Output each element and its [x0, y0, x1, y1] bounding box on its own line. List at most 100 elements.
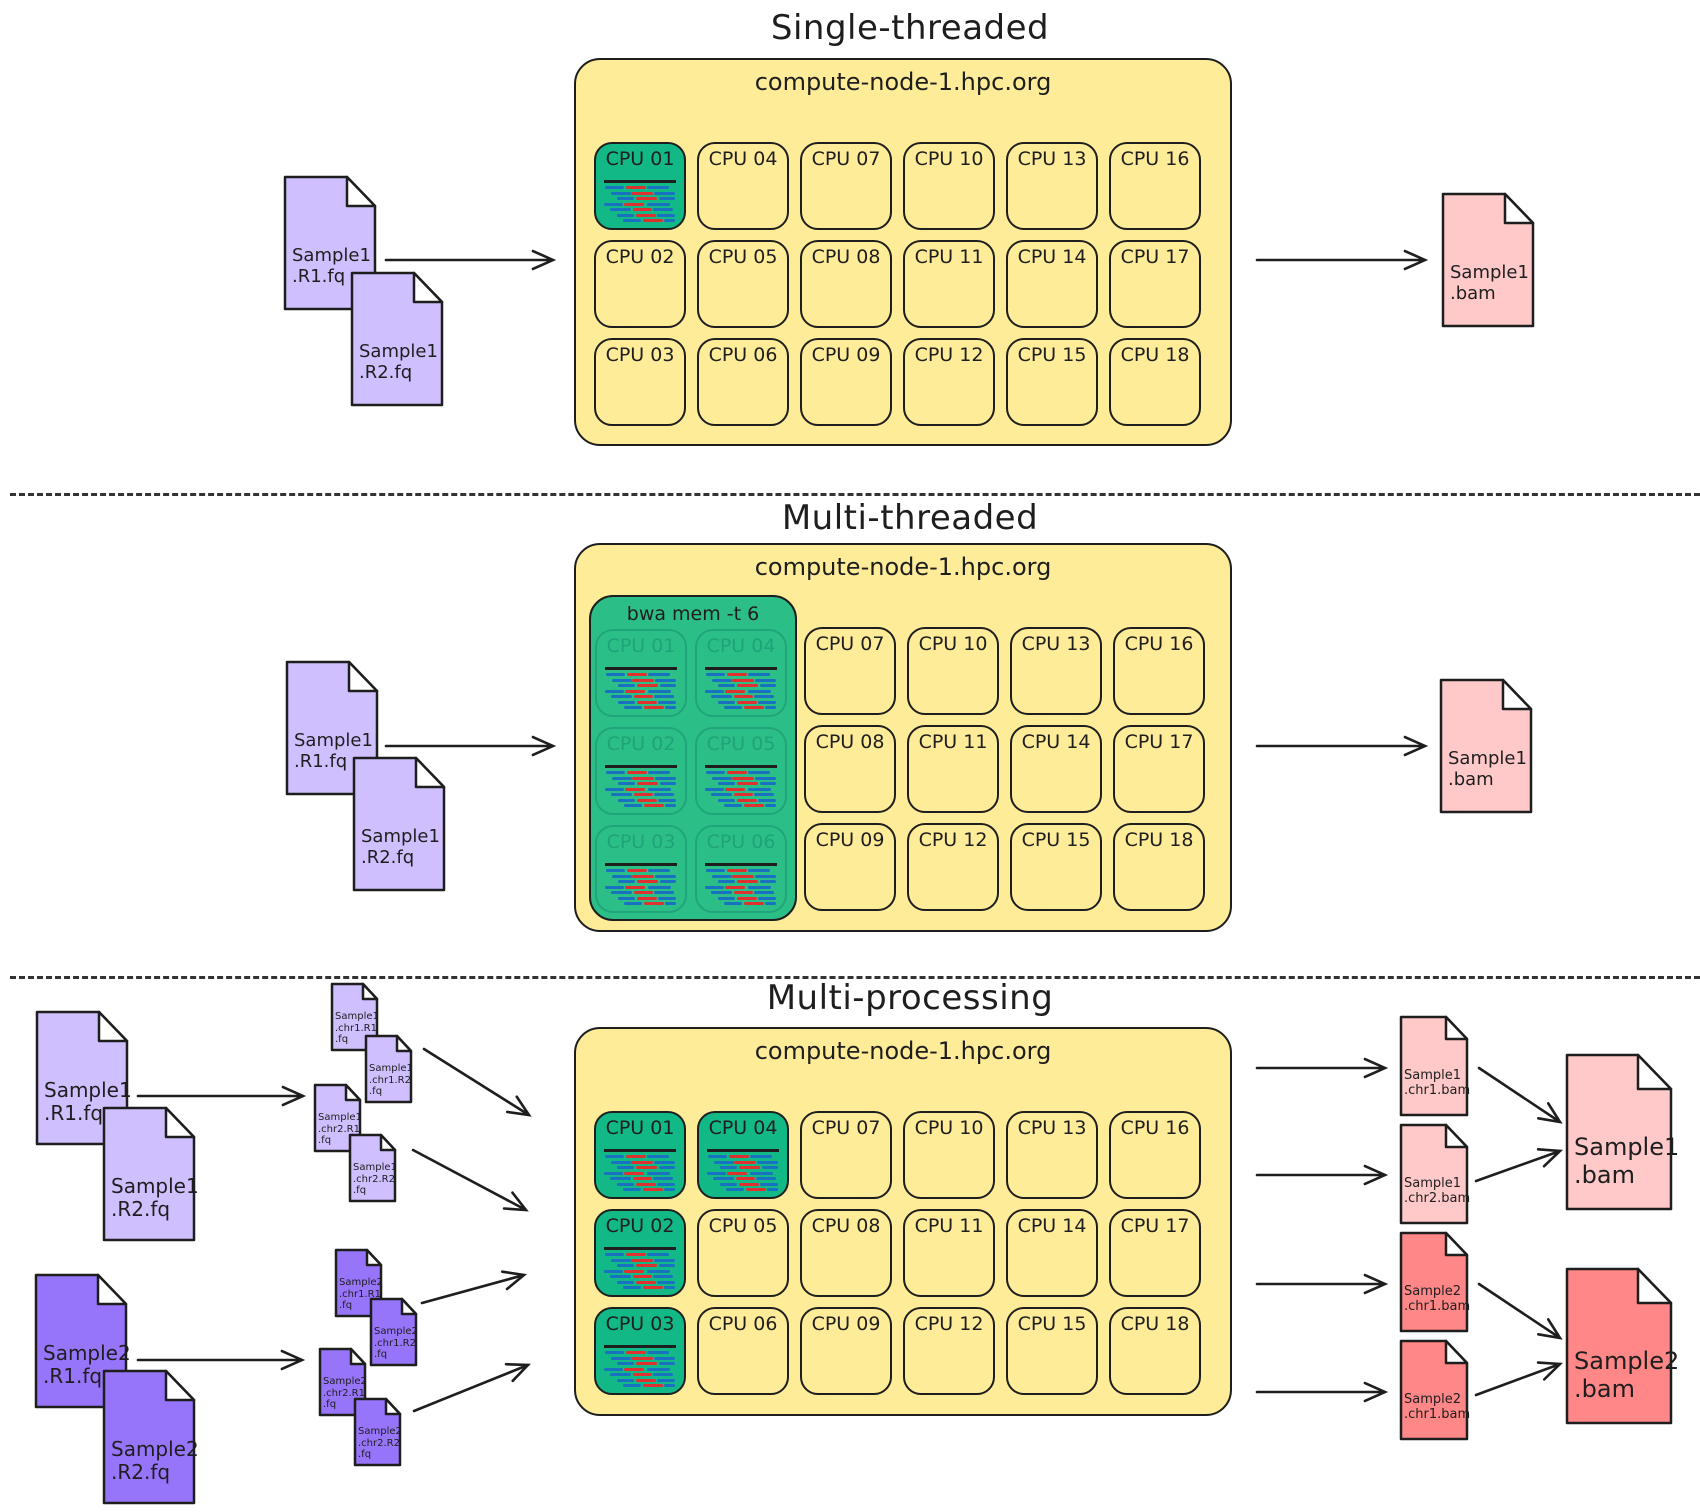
cpu-core-16[interactable]: CPU 16	[1109, 1111, 1201, 1199]
read	[765, 804, 776, 807]
partial-bam-sample1-chr1[interactable]: Sample1 .chr1.bam	[1399, 1015, 1470, 1117]
cpu-core-11[interactable]: CPU 11	[907, 725, 999, 813]
fastq-file-sample1-r2[interactable]: Sample1 .R2.fq	[102, 1106, 199, 1242]
cpu-core-13[interactable]: CPU 13	[1010, 627, 1102, 715]
cpu-core-14[interactable]: CPU 14	[1010, 725, 1102, 813]
cpu-core-10[interactable]: CPU 10	[907, 627, 999, 715]
cpu-core-02[interactable]: CPU 02	[594, 1209, 686, 1297]
cpu-core-01[interactable]: CPU 01	[594, 142, 686, 230]
fastq-file-sample1-r2[interactable]: Sample1 .R2.fq	[352, 756, 446, 892]
split-fastq-file[interactable]: Sample2 .chr1.R2 .fq	[369, 1297, 418, 1367]
fastq-file-sample1-r2[interactable]: Sample1 .R2.fq	[350, 271, 444, 407]
cpu-core-17[interactable]: CPU 17	[1109, 1209, 1201, 1297]
cpu-core-06[interactable]: CPU 06	[697, 338, 789, 426]
read	[652, 1373, 674, 1376]
cpu-core-06[interactable]: CPU 06	[695, 825, 787, 913]
cpu-core-02[interactable]: CPU 02	[595, 727, 687, 815]
cpu-core-07[interactable]: CPU 07	[800, 1111, 892, 1199]
split-fastq-file[interactable]: Sample1 .chr2.R2 .fq	[348, 1133, 397, 1203]
bam-file-sample1[interactable]: Sample1 .bam	[1439, 678, 1533, 814]
partial-bam-sample2-chr1[interactable]: Sample2 .chr1.bam	[1399, 1231, 1470, 1333]
fastq-file-sample2-r2[interactable]: Sample2 .R2.fq	[102, 1369, 199, 1505]
cpu-core-04[interactable]: CPU 04	[697, 1111, 789, 1199]
cpu-core-12[interactable]: CPU 12	[903, 338, 995, 426]
cpu-core-08[interactable]: CPU 08	[800, 1209, 892, 1297]
cpu-label: CPU 12	[914, 1313, 984, 1335]
cpu-core-18[interactable]: CPU 18	[1113, 823, 1205, 911]
cpu-core-03[interactable]: CPU 03	[594, 1307, 686, 1395]
cpu-core-15[interactable]: CPU 15	[1010, 823, 1102, 911]
cpu-core-04[interactable]: CPU 04	[695, 629, 787, 717]
cpu-label: CPU 18	[1124, 829, 1194, 851]
read	[647, 1155, 669, 1158]
file-name-line1: Sample1	[359, 341, 438, 362]
partial-bam-sample1-chr2[interactable]: Sample1 .chr2.bam	[1399, 1123, 1470, 1225]
read	[705, 689, 724, 693]
bam-file-sample1[interactable]: Sample1 .bam	[1441, 192, 1535, 328]
read-mismatch	[625, 1155, 646, 1158]
cpu-label: CPU 08	[815, 731, 885, 753]
cpu-label: CPU 07	[815, 633, 885, 655]
cpu-core-04[interactable]: CPU 04	[697, 142, 789, 230]
read-mismatch	[743, 706, 765, 709]
flow-arrow	[1477, 1066, 1563, 1124]
cpu-label: CPU 13	[1017, 1117, 1087, 1139]
cpu-core-16[interactable]: CPU 16	[1109, 142, 1201, 230]
cpu-core-07[interactable]: CPU 07	[804, 627, 896, 715]
cpu-core-16[interactable]: CPU 16	[1113, 627, 1205, 715]
read	[616, 1362, 635, 1365]
cpu-core-18[interactable]: CPU 18	[1109, 1307, 1201, 1395]
read-mismatch	[625, 885, 646, 889]
cpu-core-08[interactable]: CPU 08	[804, 725, 896, 813]
cpu-core-05[interactable]: CPU 05	[697, 240, 789, 328]
cpu-core-10[interactable]: CPU 10	[903, 142, 995, 230]
cpu-core-06[interactable]: CPU 06	[697, 1307, 789, 1395]
cpu-core-08[interactable]: CPU 08	[800, 240, 892, 328]
cpu-core-13[interactable]: CPU 13	[1006, 142, 1098, 230]
cpu-core-17[interactable]: CPU 17	[1109, 240, 1201, 328]
merged-bam-sample1[interactable]: Sample1 .bam	[1565, 1053, 1679, 1211]
cpu-core-01[interactable]: CPU 01	[594, 1111, 686, 1199]
read	[652, 208, 674, 211]
cpu-core-05[interactable]: CPU 05	[697, 1209, 789, 1297]
read-mismatch	[636, 700, 657, 704]
split-fastq-file[interactable]: Sample1 .chr1.R1 .fq	[330, 982, 379, 1052]
read	[664, 1286, 675, 1289]
cpu-core-01[interactable]: CPU 01	[595, 629, 687, 717]
cpu-core-09[interactable]: CPU 09	[800, 338, 892, 426]
cpu-label: CPU 05	[706, 733, 776, 755]
split-fastq-file[interactable]: Sample2 .chr2.R1 .fq	[318, 1347, 367, 1417]
cpu-core-14[interactable]: CPU 14	[1006, 1209, 1098, 1297]
read	[616, 213, 635, 217]
cpu-core-11[interactable]: CPU 11	[903, 240, 995, 328]
cpu-core-03[interactable]: CPU 03	[595, 825, 687, 913]
cpu-core-09[interactable]: CPU 09	[800, 1307, 892, 1395]
cpu-core-05[interactable]: CPU 05	[695, 727, 787, 815]
cpu-core-12[interactable]: CPU 12	[907, 823, 999, 911]
split-fastq-file[interactable]: Sample1 .chr2.R1 .fq	[313, 1083, 362, 1153]
cpu-core-02[interactable]: CPU 02	[594, 240, 686, 328]
cpu-core-15[interactable]: CPU 15	[1006, 338, 1098, 426]
file-name-line1: Sample1	[1450, 262, 1529, 283]
aligned-reads-icon	[604, 1253, 676, 1289]
cpu-core-10[interactable]: CPU 10	[903, 1111, 995, 1199]
cpu-core-14[interactable]: CPU 14	[1006, 240, 1098, 328]
read	[706, 771, 726, 774]
partial-bam-sample2-chr1-duplicate[interactable]: Sample2 .chr1.bam	[1399, 1339, 1470, 1441]
cpu-core-03[interactable]: CPU 03	[594, 338, 686, 426]
cpu-core-18[interactable]: CPU 18	[1109, 338, 1201, 426]
cpu-core-07[interactable]: CPU 07	[800, 142, 892, 230]
cpu-core-17[interactable]: CPU 17	[1113, 725, 1205, 813]
cpu-label: CPU 05	[708, 246, 778, 268]
split-fastq-file[interactable]: Sample2 .chr2.R2 .fq	[353, 1397, 402, 1467]
cpu-core-13[interactable]: CPU 13	[1006, 1111, 1098, 1199]
split-fastq-file[interactable]: Sample1 .chr1.R2 .fq	[364, 1034, 413, 1104]
cpu-core-09[interactable]: CPU 09	[804, 823, 896, 911]
cpu-core-15[interactable]: CPU 15	[1006, 1307, 1098, 1395]
cpu-core-11[interactable]: CPU 11	[903, 1209, 995, 1297]
cpu-core-12[interactable]: CPU 12	[903, 1307, 995, 1395]
merged-bam-sample2[interactable]: Sample2 .bam	[1565, 1267, 1679, 1425]
read	[748, 771, 770, 774]
file-name-line2: .R1.fq	[44, 1101, 104, 1125]
